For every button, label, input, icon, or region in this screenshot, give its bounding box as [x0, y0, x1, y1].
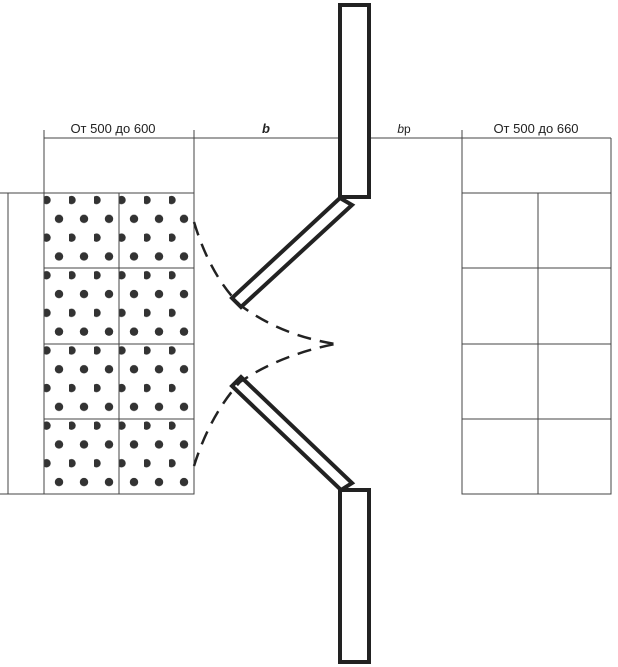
passage-width-prefix: b: [397, 122, 404, 136]
door-swing-arcs: [192, 221, 336, 467]
right-width-label: От 500 до 660: [493, 121, 578, 136]
tile-grid-right: [461, 192, 612, 495]
wall-top: [338, 3, 371, 199]
passage-width-label: bр: [397, 122, 411, 136]
tactile-tile-grid-left: [43, 192, 195, 495]
wall-bottom: [338, 488, 371, 664]
left-width-label: От 500 до 600: [70, 121, 155, 136]
door-leaf-bottom: [229, 374, 356, 493]
dimension-lines: [0, 130, 612, 495]
door-leaf-top: [229, 195, 356, 310]
door-width-label: b: [262, 121, 270, 136]
passage-width-suffix: р: [404, 122, 411, 136]
